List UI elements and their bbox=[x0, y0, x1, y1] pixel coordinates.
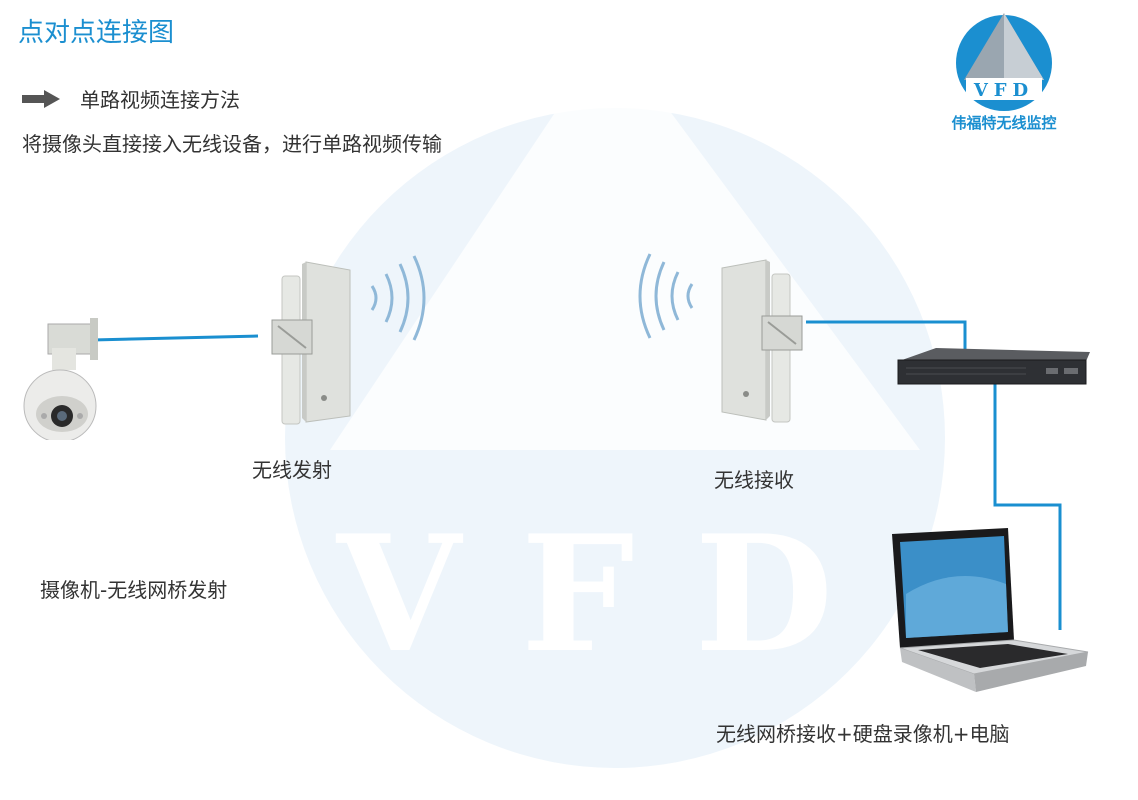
description: 将摄像头直接接入无线设备，进行单路视频传输 bbox=[22, 132, 442, 156]
panel-antenna-icon bbox=[721, 259, 803, 423]
watermark-text: VFD bbox=[336, 500, 893, 688]
method-label: 单路视频连接方法 bbox=[80, 88, 240, 112]
arrow-right-icon bbox=[22, 89, 60, 108]
camera-side-label: 摄像机-无线网桥发射 bbox=[40, 578, 228, 602]
wifi-signal-icon bbox=[370, 255, 426, 341]
receiver-cable bbox=[806, 320, 967, 362]
logo-badge: VFD bbox=[956, 13, 1052, 111]
page-title: 点对点连接图 bbox=[18, 18, 175, 48]
wifi-signal-icon bbox=[638, 253, 694, 339]
laptop-icon bbox=[892, 528, 1089, 692]
transmit-label: 无线发射 bbox=[252, 458, 332, 482]
brand-logo: VFD 伟福特无线监控 bbox=[944, 8, 1064, 136]
logo-letters: VFD bbox=[973, 80, 1034, 101]
receive-side-label: 无线网桥接收+硬盘录像机+电脑 bbox=[716, 722, 1010, 746]
receive-label: 无线接收 bbox=[714, 468, 794, 492]
panel-antenna-icon bbox=[271, 261, 351, 425]
dvr-laptop-cable bbox=[993, 384, 1062, 630]
camera-cable bbox=[91, 334, 259, 342]
method-row: 单路视频连接方法 bbox=[22, 84, 240, 113]
ptz-camera-icon bbox=[23, 318, 98, 440]
dvr-box-icon bbox=[897, 348, 1090, 385]
logo-brand-text: 伟福特无线监控 bbox=[951, 114, 1057, 132]
